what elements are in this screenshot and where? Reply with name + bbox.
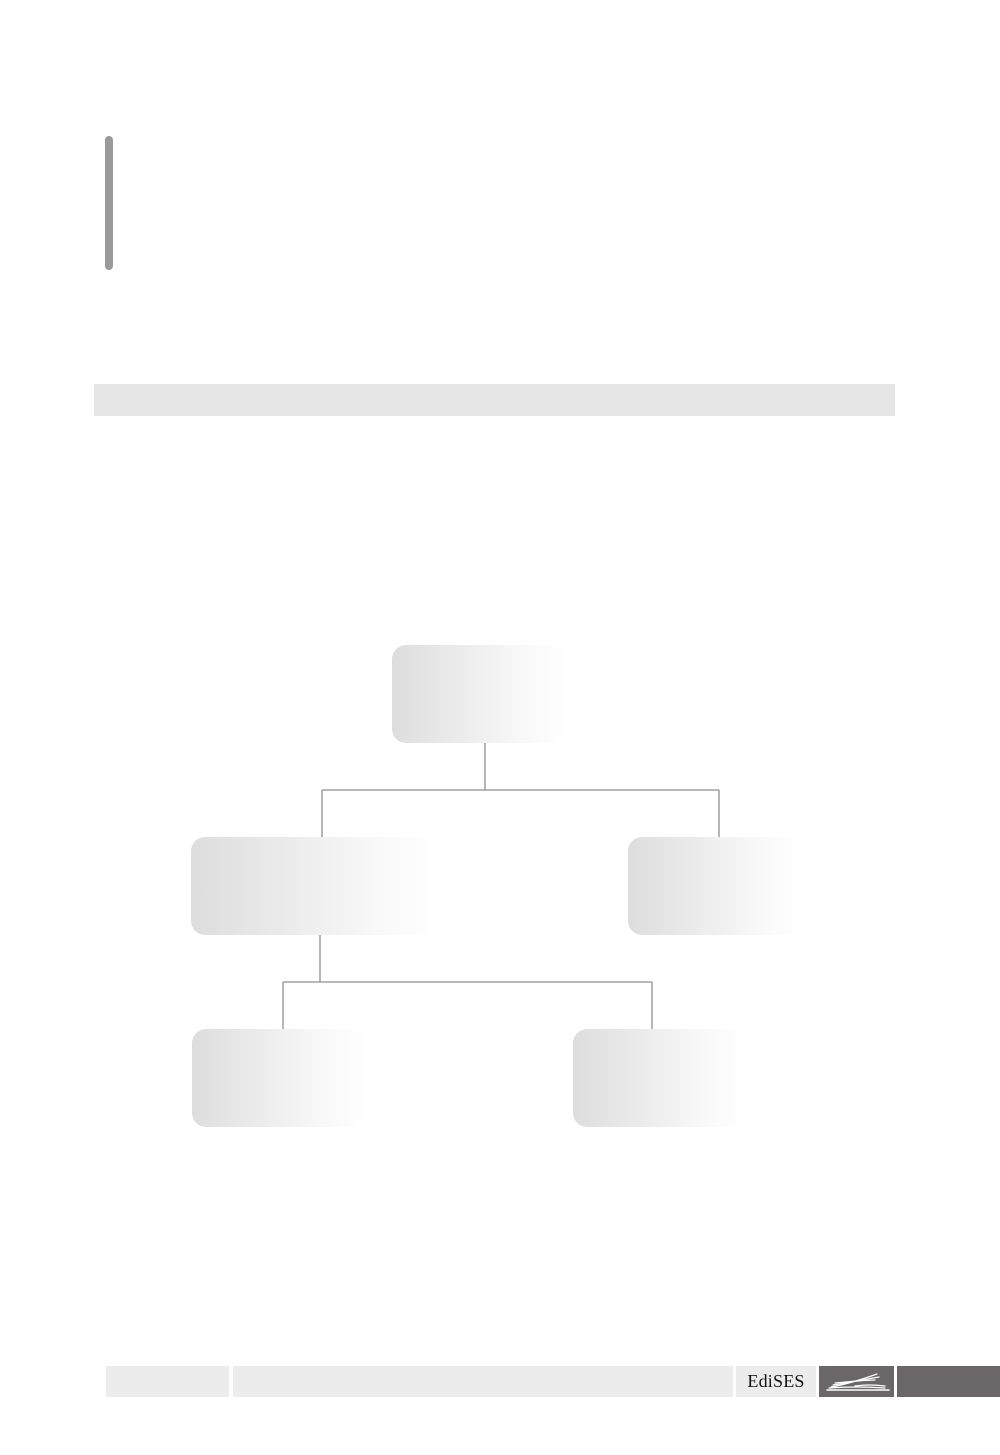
footer-page-cell [106, 1366, 229, 1397]
publisher-name: EdiSES [747, 1371, 805, 1391]
diagram-node-left-left [192, 1029, 370, 1127]
diagram-node-root [392, 645, 570, 743]
book-icon [819, 1366, 894, 1397]
page-footer: EdiSES [0, 1366, 1000, 1397]
footer-publisher-cell: EdiSES [736, 1366, 816, 1397]
diagram-node-right [628, 837, 806, 935]
section-header-band [94, 384, 895, 416]
side-accent-bar [105, 136, 113, 270]
footer-running-title-cell [233, 1366, 733, 1397]
diagram-node-left-right [573, 1029, 751, 1127]
diagram-node-left [191, 837, 447, 935]
footer-end-block [897, 1366, 1000, 1397]
